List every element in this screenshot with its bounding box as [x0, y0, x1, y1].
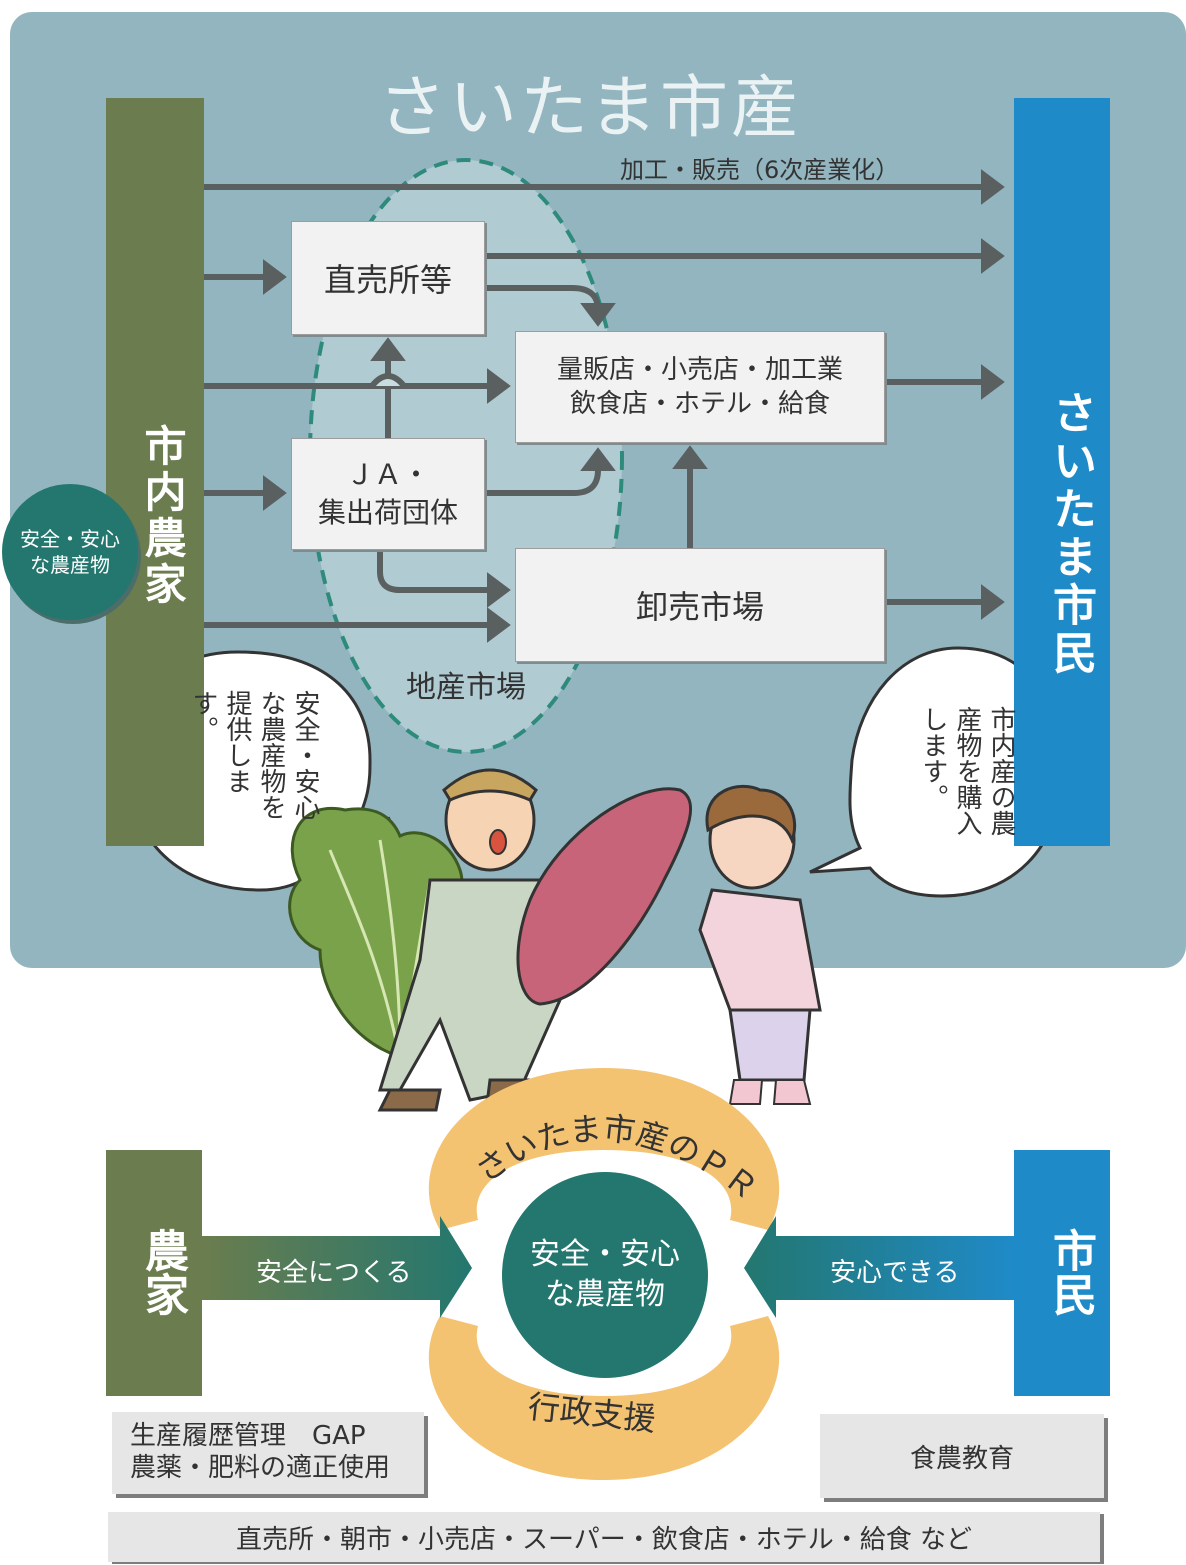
- center-safe-produce: 安全・安心 な農産物: [502, 1172, 708, 1378]
- citizen-arrow-label: 安心できる: [830, 1258, 960, 1288]
- local-market-label: 地産市場: [406, 670, 526, 705]
- arrow-ja-to-market: [377, 548, 511, 608]
- citizen-illustration: [698, 784, 822, 1105]
- safe-produce-badge-text: 安全・安心 な農産物: [20, 527, 120, 577]
- gov-arch: [428, 1316, 780, 1480]
- box-wholesale-market: 卸売市場: [515, 548, 885, 662]
- farmer-bubble-text: 安全・安心な農産物を提供します。: [188, 690, 320, 820]
- box-ja-label: ＪＡ・ 集出荷団体: [317, 458, 458, 529]
- farmer-arrow-label: 安全につくる: [256, 1258, 412, 1288]
- sweet-potato-illustration: [516, 787, 693, 1006]
- farmers-bar-label: 市内農家: [138, 424, 187, 608]
- note-food-education-text: 食農教育: [909, 1443, 1014, 1474]
- arrow-ja-to-retail: [484, 447, 616, 496]
- box-wholesale-market-label: 卸売市場: [635, 588, 764, 626]
- note-sales-outlets: 直売所・朝市・小売店・スーパー・飲食店・ホテル・給食 など: [108, 1512, 1100, 1562]
- farmers-bar: 市内農家: [106, 98, 204, 846]
- citizen-arrow: [744, 1216, 1014, 1318]
- safe-produce-badge: 安全・安心 な農産物: [2, 484, 138, 620]
- note-food-education: 食農教育: [820, 1414, 1104, 1498]
- box-retail: 量販店・小売店・加工業 飲食店・ホテル・給食: [515, 331, 885, 443]
- citizens-bar: さいたま市民: [1014, 98, 1110, 846]
- label-6th-industry: 加工・販売（6次産業化）: [620, 156, 900, 184]
- page-title: さいたま市産: [378, 69, 802, 148]
- note-sales-outlets-text: 直売所・朝市・小売店・スーパー・飲食店・ホテル・給食 など: [235, 1524, 972, 1555]
- arrow-direct-to-retail: [484, 285, 616, 327]
- citizen-bar-bottom: 市民: [1014, 1150, 1110, 1396]
- farmer-arrow: [202, 1216, 472, 1318]
- box-retail-label: 量販店・小売店・加工業 飲食店・ホテル・給食: [556, 355, 843, 419]
- citizen-bar-bottom-label: 市民: [1045, 1228, 1096, 1316]
- citizens-bar-label: さいたま市民: [1045, 390, 1096, 678]
- citizen-bubble-text: 市内産の農産物を購入します。: [918, 706, 1016, 836]
- center-safe-produce-text: 安全・安心 な農産物: [530, 1237, 680, 1312]
- note-gap: 生産履歴管理 GAP 農薬・肥料の適正使用: [112, 1412, 424, 1494]
- box-direct-sales: 直売所等: [291, 221, 485, 335]
- farmer-bar-bottom-label: 農家: [137, 1228, 188, 1316]
- box-ja: ＪＡ・ 集出荷団体: [291, 438, 485, 550]
- pr-arch: [428, 1068, 780, 1230]
- farmer-bar-bottom: 農家: [106, 1150, 202, 1396]
- box-direct-sales-label: 直売所等: [323, 261, 452, 299]
